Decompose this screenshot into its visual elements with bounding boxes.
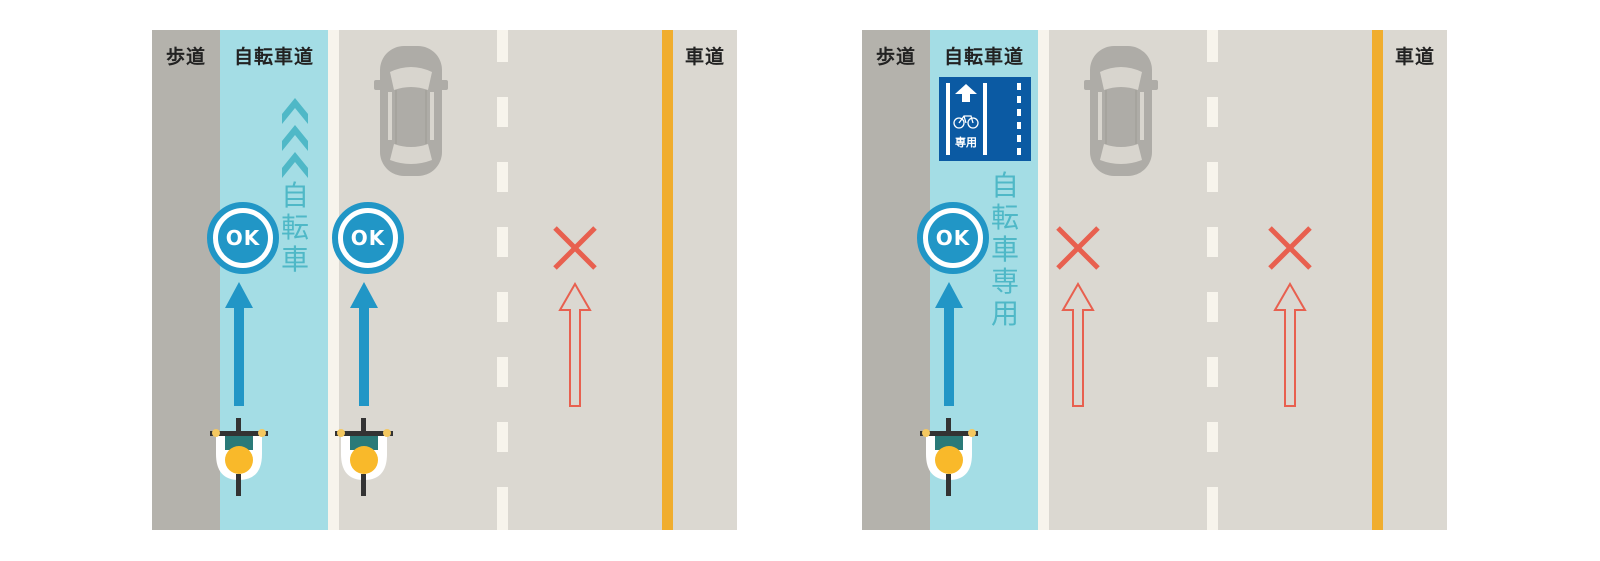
dash xyxy=(1207,162,1218,192)
roadway-label: 車道 xyxy=(1394,46,1435,68)
dash xyxy=(1207,30,1218,62)
white-edge-line xyxy=(328,30,339,530)
sign-arrow-icon xyxy=(955,84,977,102)
car-icon xyxy=(374,46,448,176)
prohibited-cross-icon xyxy=(553,226,597,270)
prohibited-cross-icon xyxy=(1268,226,1312,270)
dash xyxy=(497,487,508,530)
sign-lane-line xyxy=(983,83,987,155)
center-line xyxy=(1372,30,1383,530)
prohibited-direction-arrow-icon xyxy=(1273,282,1307,407)
cyclist-icon xyxy=(210,418,268,496)
sign-lane-line xyxy=(946,83,950,155)
chevron-markings-icon xyxy=(282,98,308,178)
dash xyxy=(497,422,508,452)
dash xyxy=(497,97,508,127)
sidewalk xyxy=(862,30,930,530)
lane-marking-text: 自 転 車 xyxy=(280,179,309,276)
dash xyxy=(497,162,508,192)
bike-lane-label: 自転車道 xyxy=(233,46,314,68)
allowed-direction-arrow-icon xyxy=(350,282,378,406)
dash xyxy=(497,30,508,62)
dash xyxy=(1207,227,1218,257)
allowed-direction-arrow-icon xyxy=(935,282,963,406)
dash xyxy=(497,292,508,322)
ok-badge: OK xyxy=(207,202,279,274)
car-icon xyxy=(1084,46,1158,176)
cyclist-icon xyxy=(920,418,978,496)
ok-badge: OK xyxy=(917,202,989,274)
prohibited-cross-icon xyxy=(1056,226,1100,270)
sidewalk-label: 歩道 xyxy=(875,46,916,68)
bicycle-only-lane-sign: 専用 xyxy=(939,77,1031,161)
prohibited-direction-arrow-icon xyxy=(1061,282,1095,407)
dash xyxy=(1207,487,1218,530)
roadway-label: 車道 xyxy=(684,46,725,68)
bicycle-icon xyxy=(953,115,979,129)
ok-badge: OK xyxy=(332,202,404,274)
sidewalk-label: 歩道 xyxy=(165,46,206,68)
white-edge-line xyxy=(1038,30,1049,530)
dash xyxy=(497,357,508,387)
allowed-direction-arrow-icon xyxy=(225,282,253,406)
dash xyxy=(497,227,508,257)
dash xyxy=(1207,422,1218,452)
dash xyxy=(1207,357,1218,387)
diagram-panel-bike-lane-markings: 歩道 自転車道 車道 自 転 車 OK OK xyxy=(152,30,737,530)
lane-marking-text: 自 転 車 専 用 xyxy=(990,169,1019,330)
sign-text: 専用 xyxy=(955,136,977,149)
dash xyxy=(1207,292,1218,322)
cyclist-icon xyxy=(335,418,393,496)
prohibited-direction-arrow-icon xyxy=(558,282,592,407)
center-line xyxy=(662,30,673,530)
sidewalk xyxy=(152,30,220,530)
bike-lane-label: 自転車道 xyxy=(943,46,1024,68)
lane-divider-dashed xyxy=(1207,30,1218,530)
diagram-panel-bike-only-lane: 歩道 自転車道 車道 専用 自 転 車 専 用 OK xyxy=(862,30,1447,530)
lane-divider-dashed xyxy=(497,30,508,530)
sign-dashed-line xyxy=(1017,83,1021,155)
dash xyxy=(1207,97,1218,127)
